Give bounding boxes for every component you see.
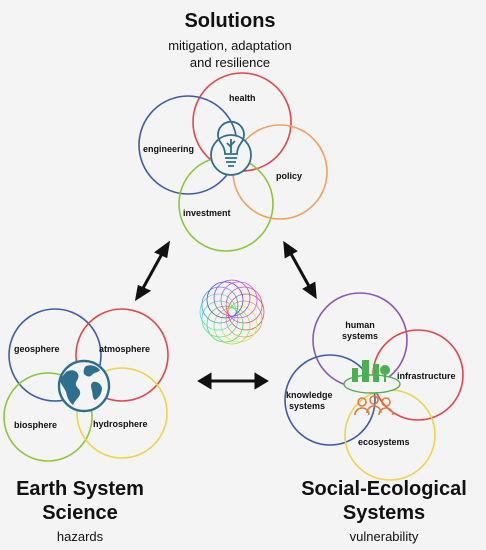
rosette-ring	[220, 305, 258, 343]
atmosphere-label: atmosphere	[99, 344, 151, 354]
arrows	[134, 240, 317, 390]
human-systems-label-2: systems	[341, 331, 379, 341]
investment-label: investment	[183, 208, 231, 218]
rosette-ring	[213, 279, 251, 317]
geosphere-circle	[8, 308, 102, 402]
earth-subtitle: hazards	[56, 529, 104, 544]
globe-icon	[57, 359, 111, 413]
biosphere-circle	[3, 372, 93, 462]
solutions-title: Solutions	[184, 10, 276, 32]
solutions-subtitle-1: mitigation, adaptation	[168, 38, 292, 53]
health-label: health	[229, 93, 256, 103]
biosphere-label: biosphere	[14, 420, 58, 430]
knowledge-systems-label-1: knowledge	[286, 390, 333, 400]
rosette-ring	[227, 293, 265, 331]
rosette-ring	[213, 307, 251, 345]
social-title-2: Systems	[342, 502, 426, 524]
infrastructure-label: infrastructure	[397, 371, 456, 381]
hydrosphere-circle	[76, 367, 168, 459]
atmosphere-circle	[75, 308, 169, 402]
rosette-ring	[225, 286, 263, 324]
rosette-ring	[206, 305, 244, 343]
hydrosphere-label: hydrosphere	[93, 419, 148, 429]
earth-title-1: Earth System	[16, 478, 144, 500]
knowledge-systems-label-2: systems	[289, 401, 326, 411]
rosette-ring	[201, 300, 239, 338]
lightbulb-icon	[210, 120, 252, 176]
rosette-icon	[199, 279, 265, 345]
rosette-ring	[201, 286, 239, 324]
earth-title-2: Science	[42, 502, 118, 524]
rosette-ring	[199, 293, 237, 331]
ecosystems-label: ecosystems	[358, 437, 410, 447]
earth-venn	[3, 308, 169, 462]
rosette-ring	[206, 281, 244, 319]
geosphere-label: geosphere	[14, 344, 60, 354]
social-title-1: Social-Ecological	[301, 478, 467, 500]
solutions-subtitle-2: and resilience	[189, 55, 271, 70]
human-systems-label-1: human	[345, 320, 375, 330]
knowledge-systems-circle	[284, 354, 376, 446]
engineering-label: engineering	[143, 144, 195, 154]
rosette-ring	[220, 281, 258, 319]
policy-label: policy	[276, 171, 303, 181]
community-icon	[343, 360, 401, 416]
social-subtitle: vulnerability	[349, 529, 419, 544]
rosette-ring	[225, 300, 263, 338]
